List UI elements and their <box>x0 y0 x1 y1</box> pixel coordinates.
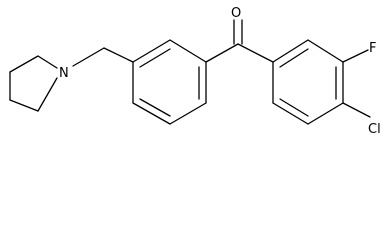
ring2-double-3 <box>279 98 309 117</box>
methylene-linker <box>72 47 134 67</box>
right-benzene-ring <box>272 39 344 125</box>
ring1-double-1 <box>139 48 171 68</box>
ring2-bond-2 <box>307 39 344 63</box>
ring2-bond-4 <box>307 102 344 125</box>
pyrrolidine-ring <box>9 55 58 112</box>
ring1-bond-4 <box>169 102 207 125</box>
ring2-double-1 <box>279 48 309 68</box>
ring2-bond-1 <box>272 39 309 63</box>
ring2-bond-5 <box>272 102 309 125</box>
bond-carbonyl-ring2 <box>237 43 274 63</box>
bond-ring1-carbonyl <box>205 43 239 63</box>
bond-c4-n <box>37 77 58 112</box>
carbonyl-group <box>205 19 274 63</box>
molecule-svg: O N F Cl <box>9 6 381 137</box>
ring1-bond-2 <box>169 39 207 63</box>
left-benzene-ring <box>132 39 207 125</box>
ring1-bond-1 <box>132 39 171 63</box>
atom-label-fluorine: F <box>369 41 376 56</box>
bond-ring2-cl <box>342 102 371 118</box>
ring1-double-3 <box>139 98 171 117</box>
atom-label-chlorine: Cl <box>368 122 381 137</box>
ring1-bond-5 <box>132 102 171 125</box>
bond-n-ch2 <box>72 47 105 67</box>
structure-diagram: O N F Cl <box>9 6 381 137</box>
substituent-bonds <box>342 49 371 118</box>
bond-n-c1 <box>37 55 58 69</box>
bond-ch2-ring <box>103 47 134 63</box>
bond-c3-c4 <box>9 99 39 112</box>
atom-label-nitrogen: N <box>59 66 69 81</box>
bond-c1-c2 <box>9 55 39 73</box>
bond-ring2-f <box>342 49 369 63</box>
atom-label-oxygen: O <box>231 6 241 21</box>
